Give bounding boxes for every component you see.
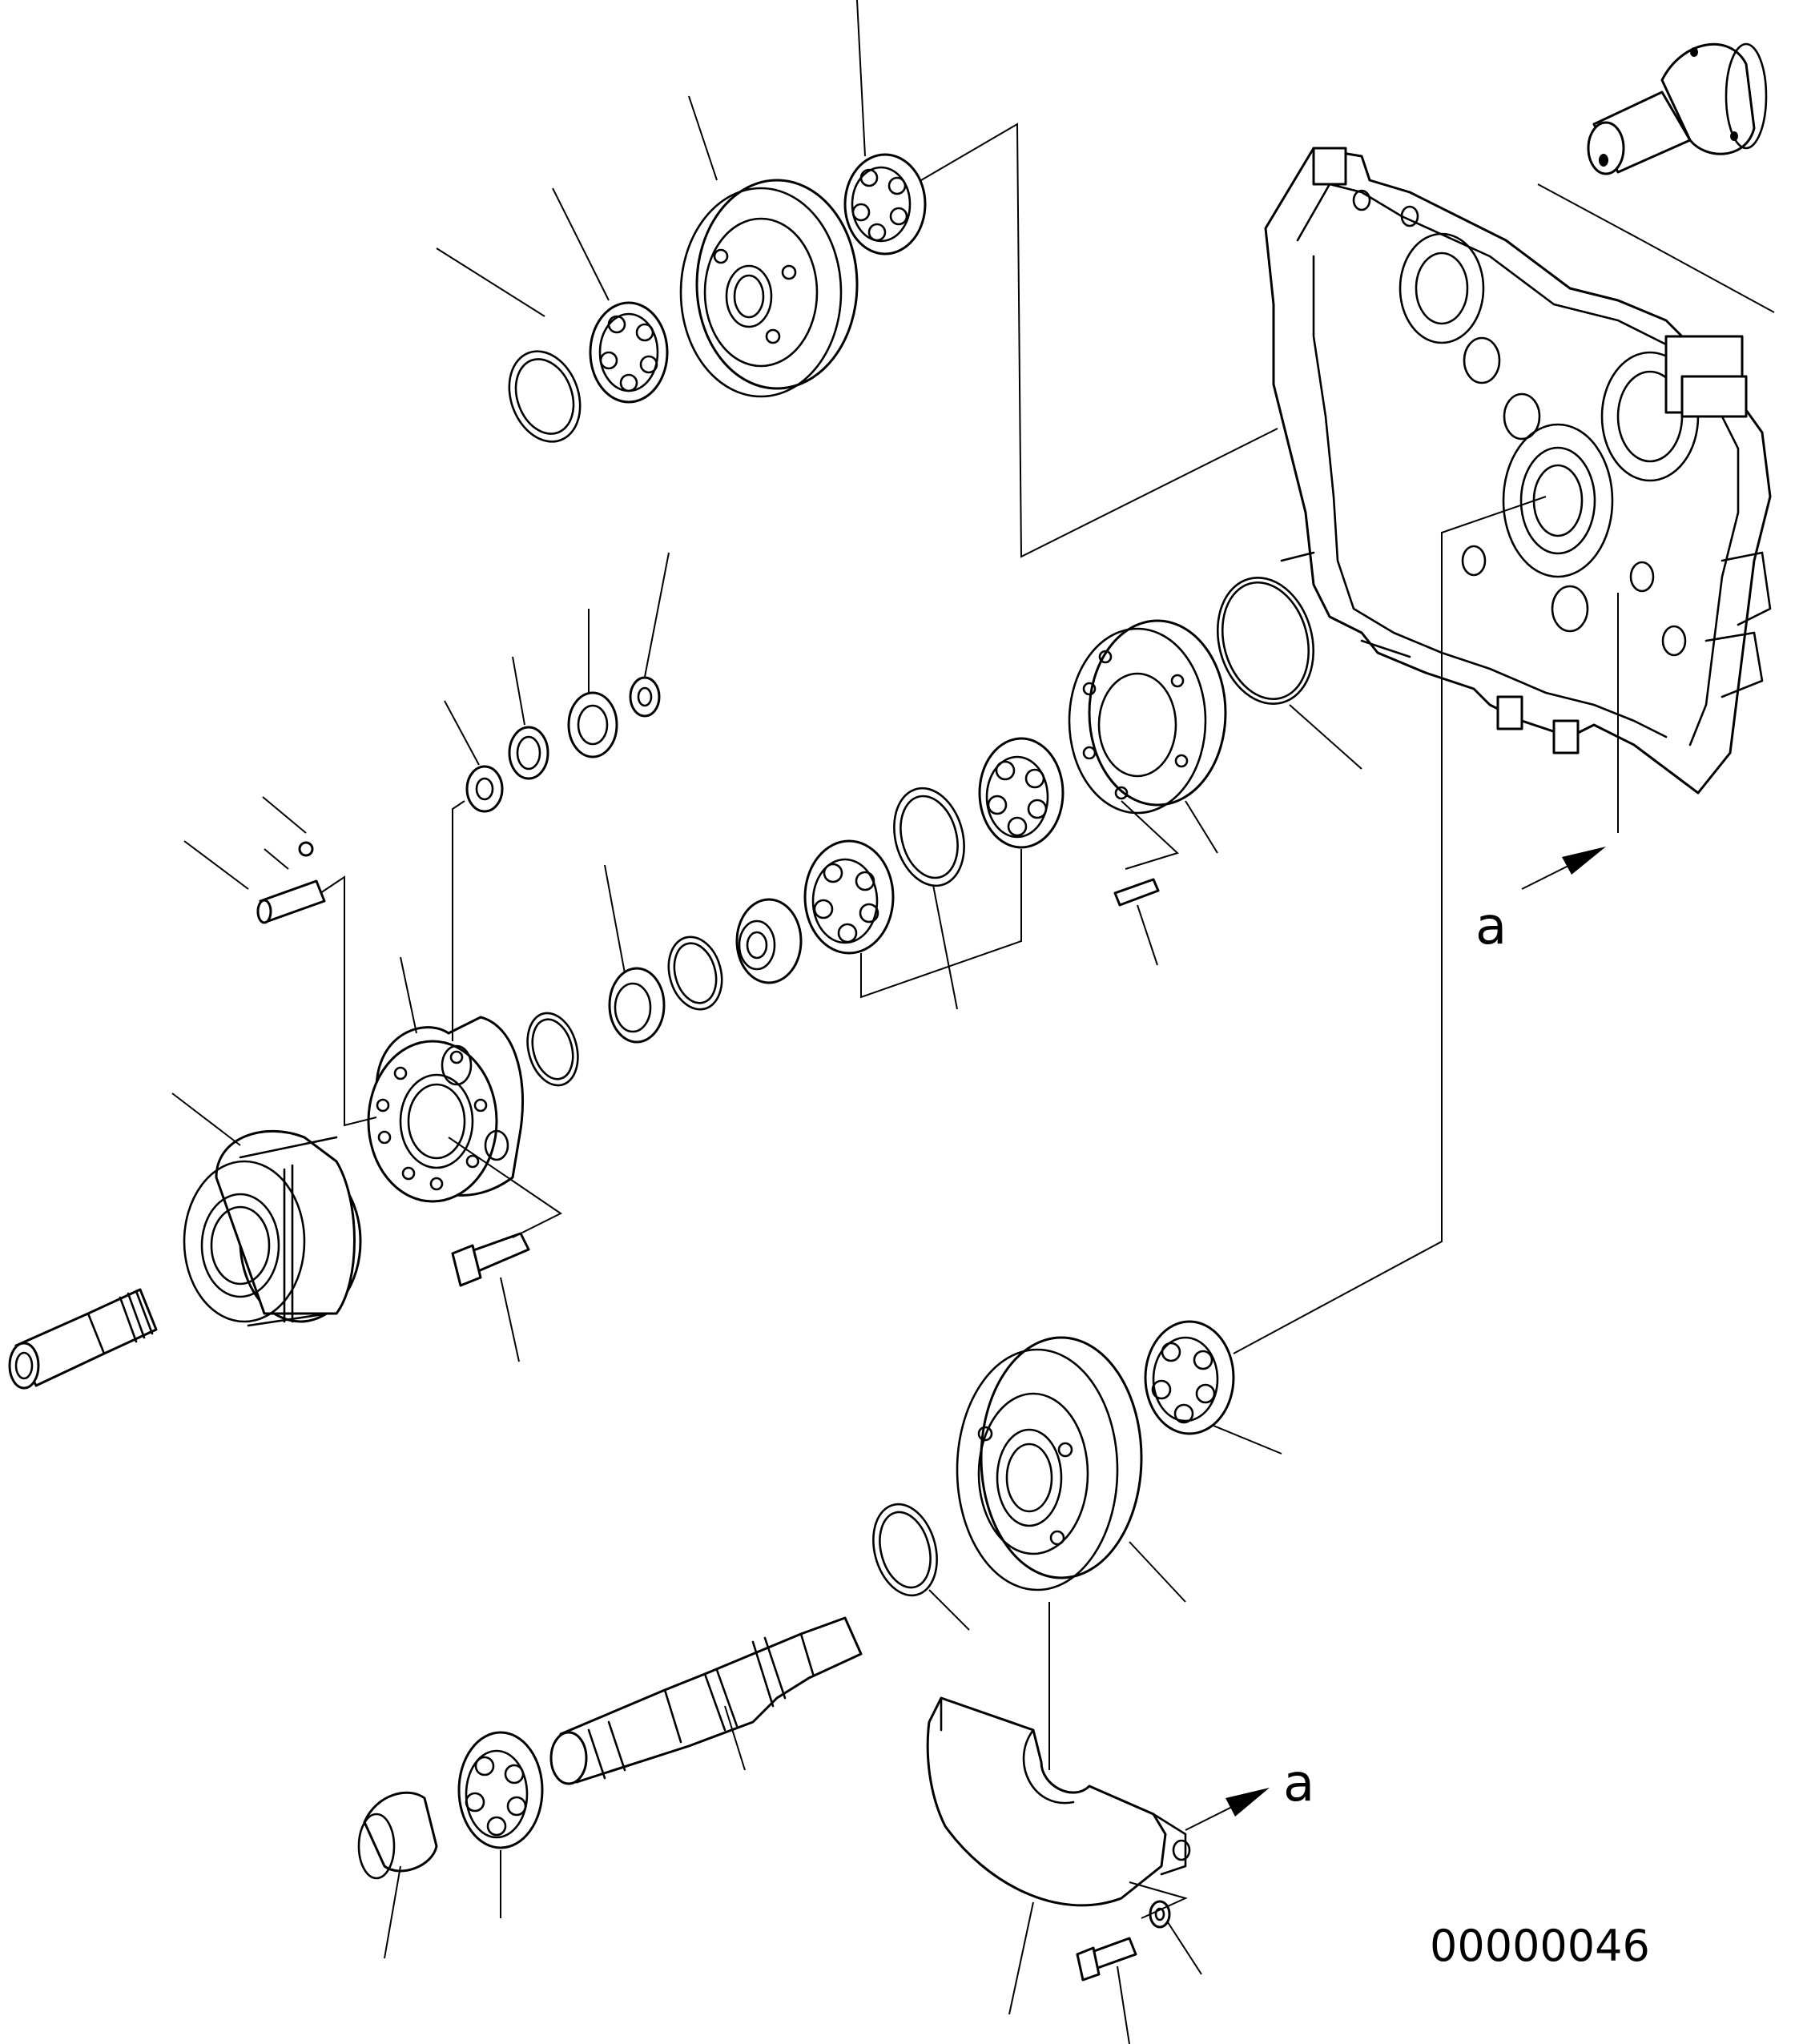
planetary-gear bbox=[183, 1129, 362, 1327]
needle-bearing-washer-b bbox=[629, 676, 661, 718]
ball-bearing-mid-a bbox=[803, 839, 895, 955]
dowel-pin-mid bbox=[1113, 878, 1160, 907]
snap-ring-mid-b bbox=[667, 935, 723, 1011]
section-marker-a-lower: a bbox=[1185, 1754, 1314, 1831]
bolt-lower bbox=[1076, 1937, 1137, 1982]
bearing-upper-right bbox=[843, 153, 927, 256]
thrust-hub bbox=[735, 898, 803, 984]
o-ring bbox=[1216, 576, 1315, 706]
splined-stub-shaft bbox=[8, 1288, 158, 1390]
needle-bearing-a bbox=[508, 726, 549, 780]
transmission-case bbox=[1264, 147, 1772, 795]
gear-upper bbox=[679, 179, 859, 398]
bearing-upper-left bbox=[589, 301, 669, 404]
snap-ring-upper bbox=[508, 350, 582, 443]
needle-bearing-b bbox=[567, 691, 618, 758]
gear-mid bbox=[1068, 619, 1227, 815]
snap-ring-lower bbox=[872, 1503, 938, 1597]
drawing-number: 00000046 bbox=[1430, 1921, 1650, 1971]
pin-dowel bbox=[256, 879, 326, 924]
bearing-lower-right bbox=[1144, 1320, 1235, 1435]
snap-ring-mid-c bbox=[893, 787, 965, 887]
gear-lower bbox=[956, 1336, 1143, 1591]
ball-bearing-lower bbox=[457, 1731, 544, 1849]
needle-bearing-washer-a bbox=[465, 765, 504, 813]
section-label-upper: a bbox=[1475, 897, 1507, 956]
bolt-carrier bbox=[451, 1232, 530, 1287]
section-label-lower: a bbox=[1283, 1754, 1314, 1813]
roller-bearing-mid bbox=[608, 967, 666, 1044]
section-marker-a-upper: a bbox=[1475, 847, 1606, 956]
bearing-race bbox=[357, 1791, 438, 1880]
planetary-carrier bbox=[367, 1016, 524, 1203]
snap-ring-mid-a bbox=[526, 1012, 579, 1087]
pin-small bbox=[298, 841, 314, 857]
leader-lines bbox=[171, 0, 1775, 2044]
stub-shaft bbox=[1587, 42, 1768, 175]
output-shaft bbox=[549, 1616, 863, 1785]
washer-lower bbox=[1149, 1900, 1171, 1929]
ball-bearing-mid-b bbox=[978, 737, 1065, 849]
cover-guard bbox=[926, 1696, 1191, 1907]
